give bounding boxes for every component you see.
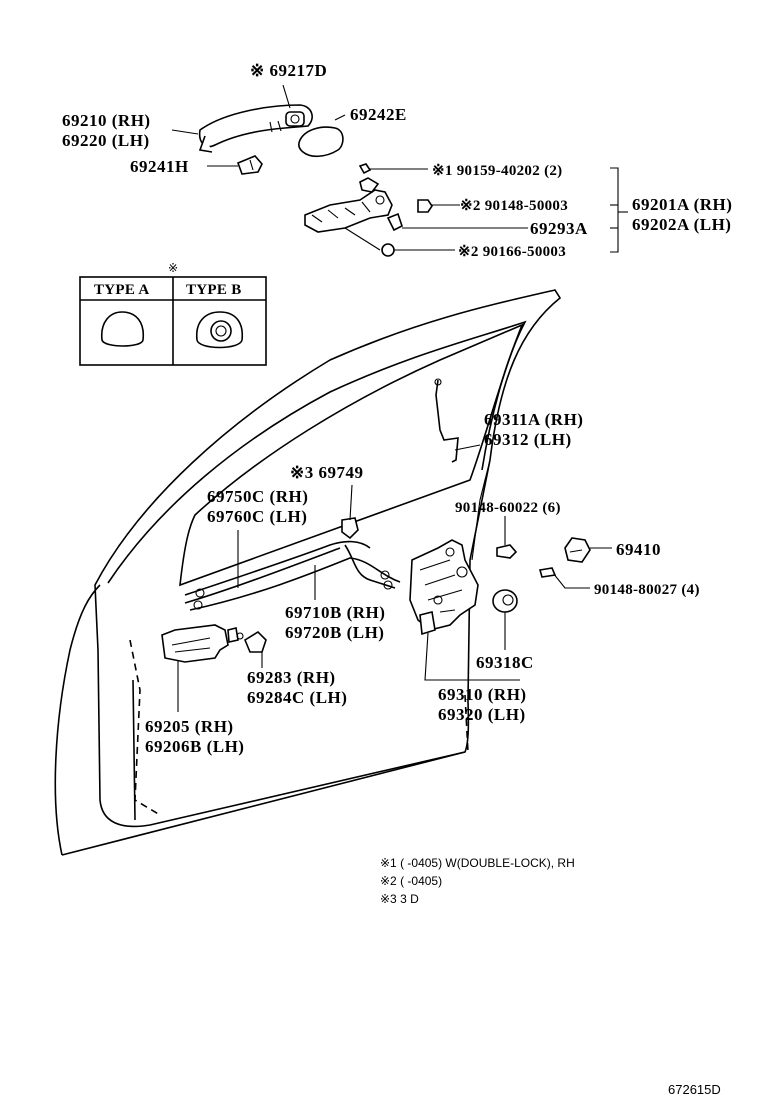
lock-cables (184, 517, 401, 611)
screw-90159 (358, 163, 372, 175)
door-striker (564, 537, 591, 563)
label-69283-rh: 69283 (RH) (247, 668, 336, 687)
door-outline (54, 289, 562, 856)
label-69242e: 69242E (350, 105, 407, 124)
label-90159-40202: ※1 90159-40202 (2) (432, 163, 562, 179)
leader-lines-mid (177, 444, 612, 712)
label-69217d: ※ 69217D (250, 61, 327, 80)
footnote-1: ※1 ( -0405) W(DOUBLE-LOCK), RH (380, 856, 575, 870)
label-69310-rh: 69310 (RH) (438, 685, 527, 704)
label-69202a-lh: 69202A (LH) (632, 215, 731, 234)
label-69410: 69410 (616, 540, 661, 559)
label-69312-lh: 69312 (LH) (484, 430, 572, 449)
leader-lines-top (171, 84, 628, 253)
label-90148-50003: ※2 90148-50003 (460, 198, 568, 214)
bolt-90148-50003 (417, 199, 433, 213)
label-90148-80027: 90148-80027 (4) (594, 582, 700, 598)
label-69241h: 69241H (130, 157, 189, 176)
type-b-header: TYPE B (186, 282, 242, 298)
label-69320-lh: 69320 (LH) (438, 705, 526, 724)
label-69210-rh: 69210 (RH) (62, 111, 151, 130)
footnote-3: ※3 3 D (380, 892, 419, 906)
label-69311a-rh: 69311A (RH) (484, 410, 583, 429)
inside-handle (161, 624, 267, 663)
inside-handle-bezel (243, 630, 267, 653)
nut-90166 (381, 243, 395, 257)
label-69720b-lh: 69720B (LH) (285, 623, 384, 642)
cable-clip-69749 (341, 517, 359, 540)
label-69201a-rh: 69201A (RH) (632, 195, 732, 214)
label-69284c-lh: 69284C (LH) (247, 688, 347, 707)
door-lock-cylinder-assembly (304, 177, 393, 251)
lock-rod (434, 378, 459, 463)
grommet-69318c (492, 589, 518, 613)
type-table (79, 276, 267, 366)
label-69749: ※3 69749 (290, 463, 364, 482)
handle-cover (297, 126, 344, 158)
screw-90148-80027 (538, 567, 557, 578)
label-69710b-rh: 69710B (RH) (285, 603, 385, 622)
label-69760c-lh: 69760C (LH) (207, 507, 307, 526)
clip-69293a (386, 212, 403, 232)
type-a-handle-icon (100, 311, 145, 347)
key-cylinder-cap (236, 155, 263, 175)
figure-id: 672615D (668, 1082, 721, 1097)
label-90166-50003: ※2 90166-50003 (458, 244, 566, 260)
label-69205-rh: 69205 (RH) (145, 717, 234, 736)
type-a-header: TYPE A (94, 282, 150, 298)
label-90148-60022: 90148-60022 (6) (455, 500, 561, 516)
bolt-90148-60022 (496, 544, 518, 559)
label-69293a: 69293A (530, 219, 588, 238)
label-69750c-rh: 69750C (RH) (207, 487, 308, 506)
outside-handle (198, 104, 313, 153)
label-69318c: 69318C (476, 653, 534, 672)
label-69220-lh: 69220 (LH) (62, 131, 150, 150)
type-table-note-mark: ※ (168, 261, 178, 275)
label-69206b-lh: 69206B (LH) (145, 737, 244, 756)
footnote-2: ※2 ( -0405) (380, 874, 442, 888)
door-lock-assembly (409, 539, 479, 636)
